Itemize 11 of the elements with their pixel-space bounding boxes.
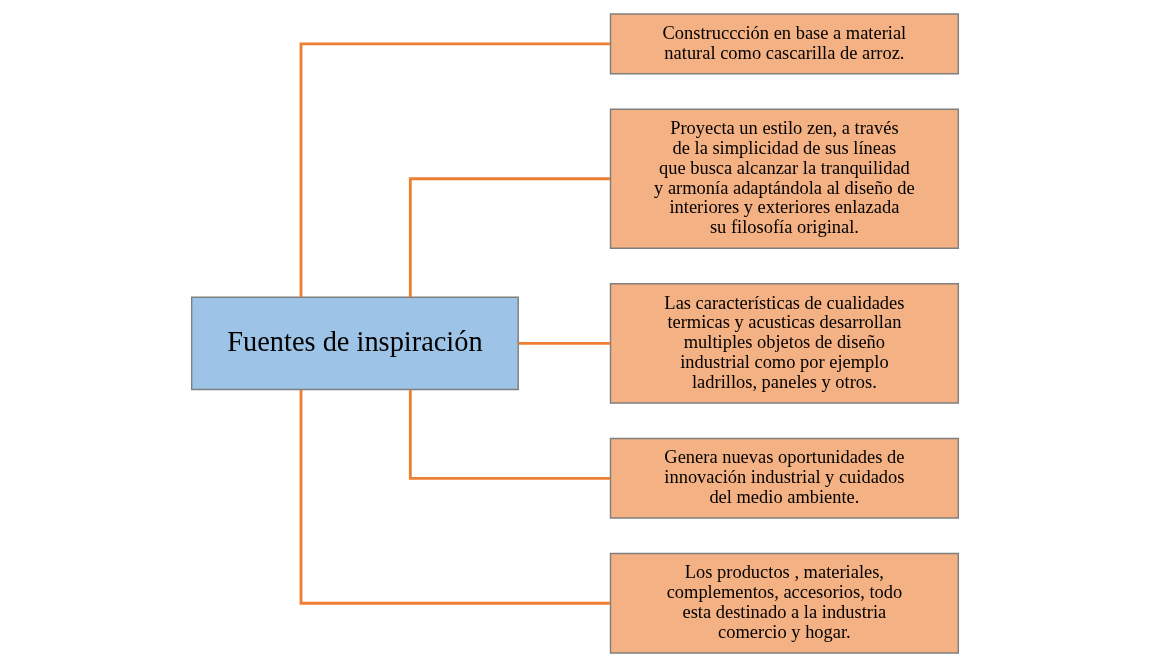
- connector: [299, 42, 610, 298]
- node-box: Los productos , materiales, complementos, accesorios, todo esta destinado a la industria comercio y hogar.: [609, 552, 959, 654]
- node-box: Construccción en base a material natural como cascarilla de arroz.: [609, 13, 959, 75]
- node-box: Proyecta un estilo zen, a través de la simplicidad de sus líneas que busca alcanzar la tranquilidad y armonía adaptándola al diseño de interiores y exteriores enlazada su filosofía original.: [609, 108, 959, 250]
- connector: [518, 342, 610, 345]
- node-box: Las características de cualidades termicas y acusticas desarrollan multiples objetos de diseño industrial como por ejemplo ladrillos, paneles y otros.: [609, 283, 959, 404]
- connector: [408, 389, 610, 480]
- node-box: Fuentes de inspiración: [190, 296, 519, 391]
- connector: [299, 389, 610, 605]
- connector: [408, 177, 610, 298]
- node-box: Genera nuevas oportunidades de innovación industrial y cuidados del medio ambiente.: [609, 437, 959, 519]
